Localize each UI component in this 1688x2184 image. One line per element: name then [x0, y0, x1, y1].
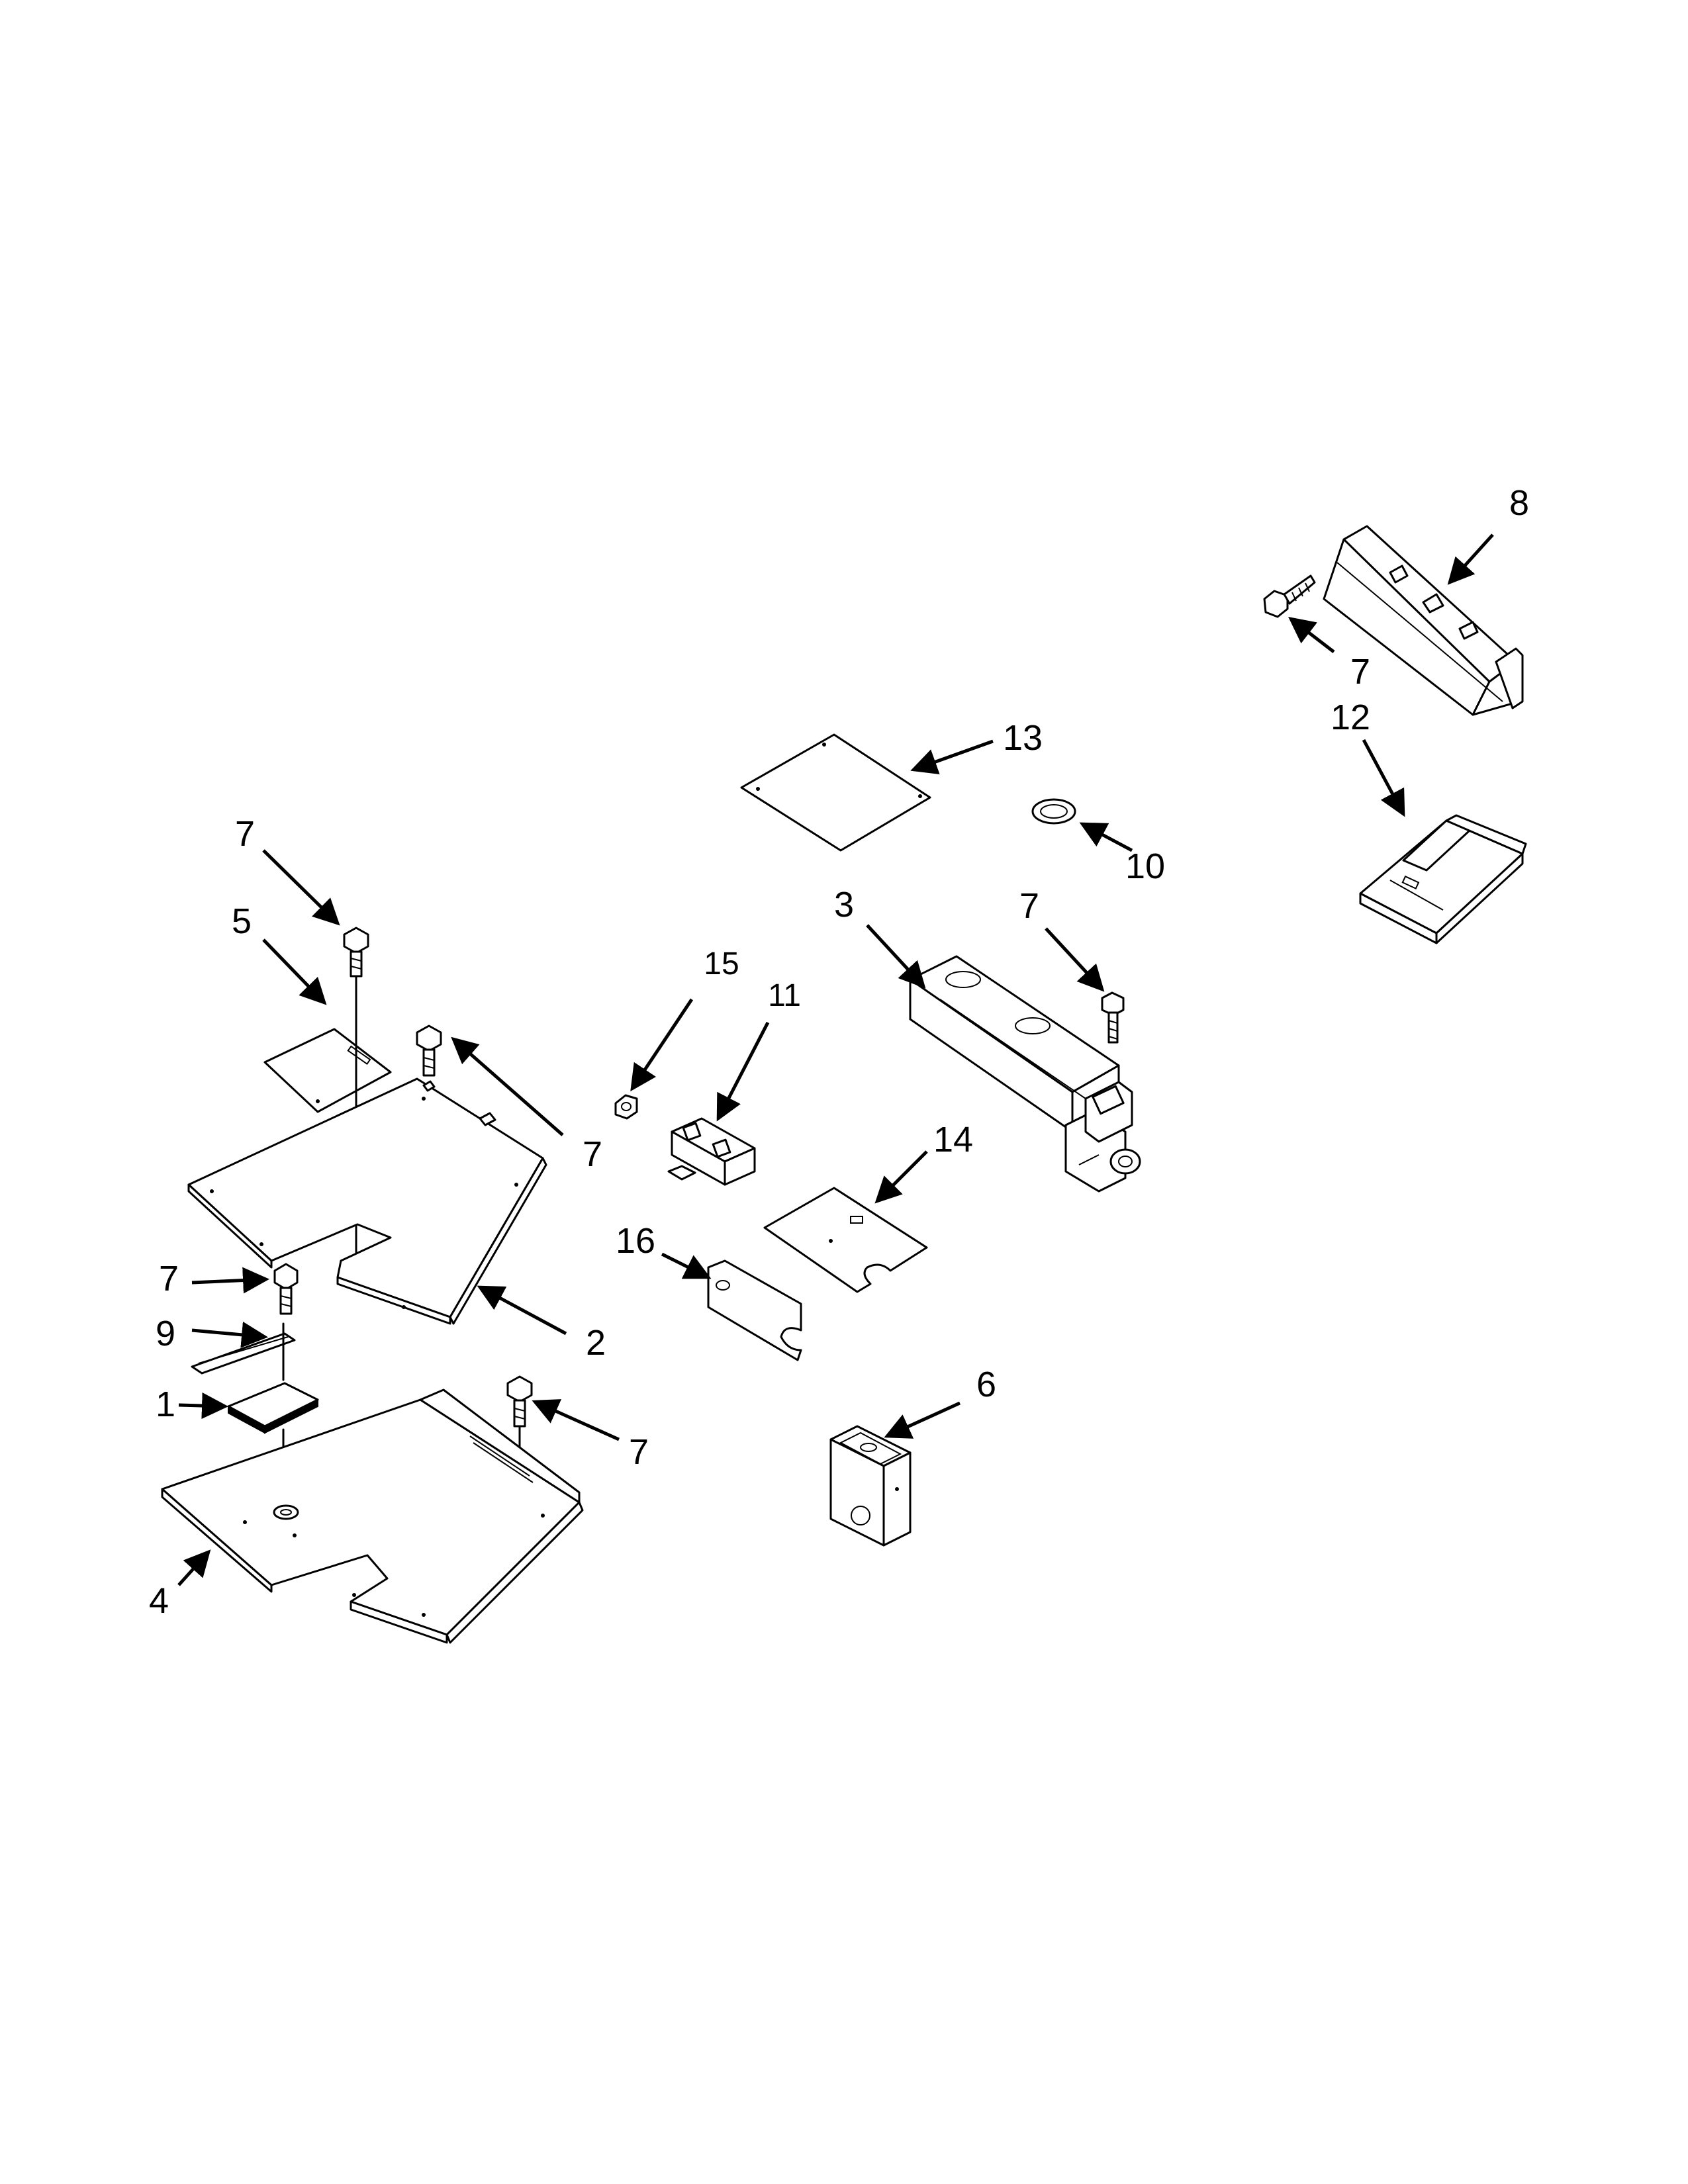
- callout-14: 14: [933, 1120, 973, 1160]
- part-7-screw-a: [1263, 574, 1316, 618]
- callout-10: 10: [1125, 846, 1165, 886]
- part-14-plate: [763, 1187, 928, 1293]
- part-6-box: [829, 1425, 912, 1547]
- callout-labels: 8 7 12 13 10 3 7 7 5 15 11 7 14 16 7 9 2…: [149, 483, 1529, 1621]
- part-1-pad: [227, 1322, 319, 1517]
- leader-arrows: [177, 533, 1494, 1586]
- part-11-terminal-block: [667, 1117, 756, 1186]
- part-7-screw-d: [416, 1024, 442, 1077]
- part-7-screw-e: [273, 1263, 299, 1315]
- part-2-panel: [187, 1077, 547, 1325]
- part-10-washer: [1031, 798, 1076, 825]
- callout-8: 8: [1509, 483, 1529, 523]
- part-13-sheet: [740, 733, 931, 852]
- callout-13: 13: [1003, 718, 1043, 758]
- callout-1: 1: [156, 1385, 175, 1424]
- part-3-valve: [909, 955, 1141, 1193]
- callout-5: 5: [232, 901, 252, 941]
- callout-7: 7: [1350, 652, 1370, 692]
- callout-2: 2: [586, 1323, 606, 1363]
- part-15-nut: [614, 1094, 638, 1120]
- callout-4: 4: [149, 1581, 169, 1621]
- part-7-screw-b: [1101, 991, 1125, 1044]
- callout-16: 16: [616, 1221, 655, 1261]
- part-4-base: [161, 1388, 584, 1644]
- callout-6: 6: [976, 1365, 996, 1404]
- callout-7: 7: [159, 1259, 179, 1298]
- callout-3: 3: [834, 885, 854, 925]
- callout-12: 12: [1331, 698, 1370, 737]
- callout-7: 7: [629, 1432, 649, 1472]
- callout-7: 7: [1019, 886, 1039, 926]
- part-16-plate: [707, 1259, 802, 1361]
- part-8-bracket: [1323, 525, 1524, 716]
- callout-9: 9: [156, 1314, 175, 1353]
- callout-7: 7: [235, 814, 255, 854]
- part-9-strip: [191, 1332, 296, 1375]
- part-5-plate: [263, 1028, 392, 1113]
- callout-11: 11: [768, 978, 801, 1013]
- part-7-screw-c: [343, 927, 369, 1282]
- callout-15: 15: [704, 946, 739, 981]
- part-12-tray: [1359, 814, 1527, 944]
- callout-7: 7: [583, 1134, 602, 1174]
